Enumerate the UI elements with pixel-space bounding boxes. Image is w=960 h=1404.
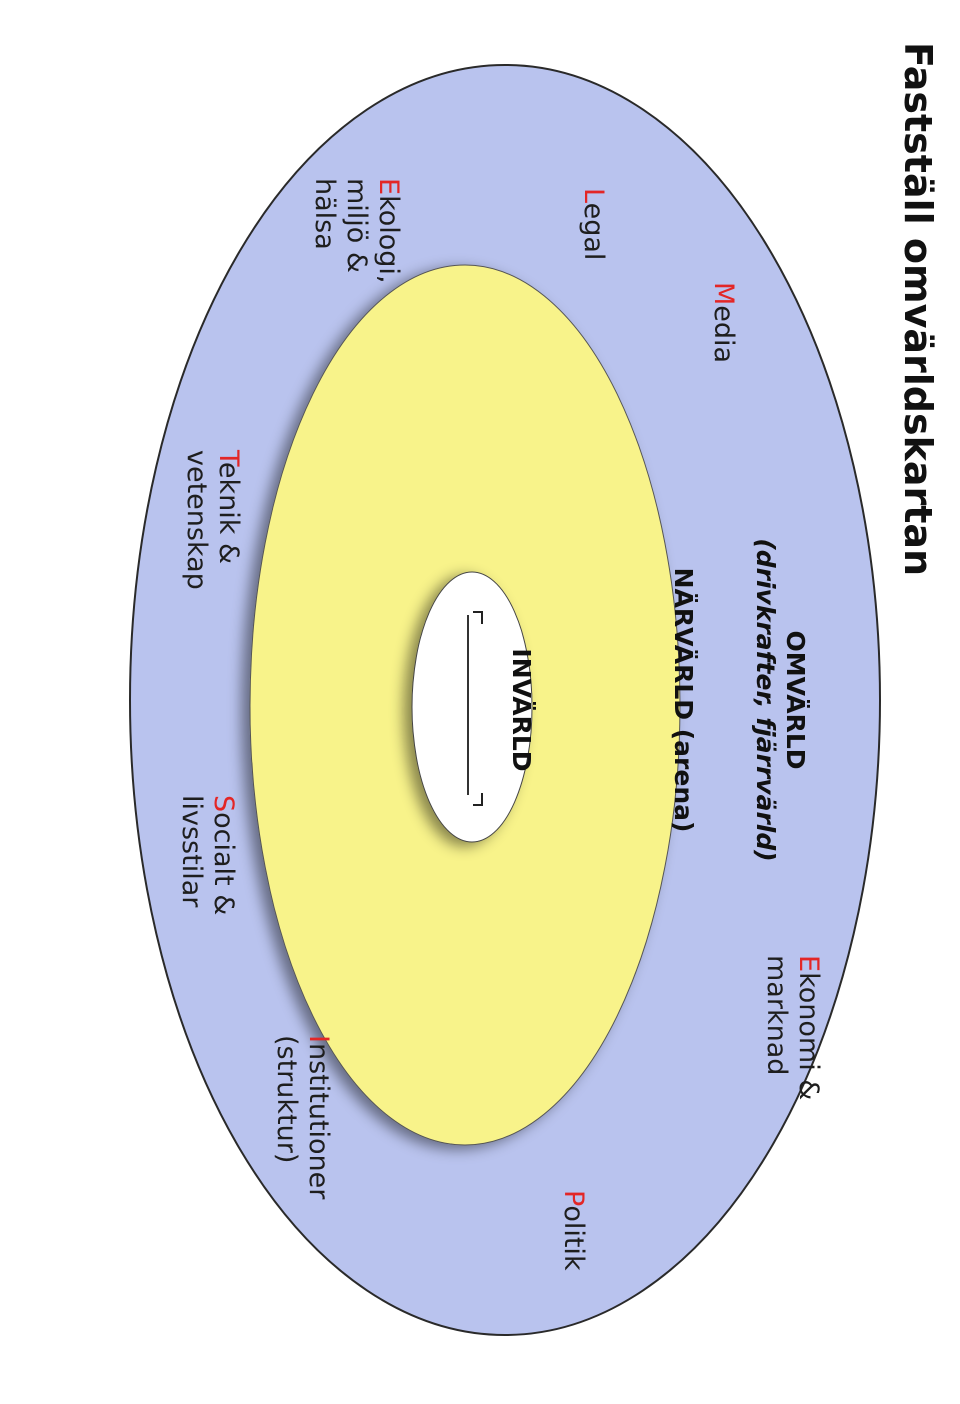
- factor-3-line-0: Socialt &: [208, 795, 239, 915]
- factor-7-line-0: Media: [708, 282, 739, 363]
- factor-6-initial: L: [578, 188, 609, 203]
- factor-0-line-0: Ekonomi &: [793, 955, 824, 1100]
- factor-1-line-0: Politik: [558, 1190, 589, 1271]
- factor-4-line-1: vetenskap: [181, 450, 212, 590]
- factor-2-initial: I: [303, 1035, 334, 1043]
- middle-ring-heading: NÄRVÄRLD (arena): [669, 568, 699, 833]
- factor-5: Ekologi,miljö &hälsa: [309, 178, 404, 284]
- factor-5-line-0: Ekologi,: [373, 178, 404, 284]
- factor-3-initial: S: [208, 795, 239, 812]
- factor-4-rest: eknik &: [213, 462, 244, 564]
- inner-ring-right-bracket: [473, 793, 483, 806]
- factor-1-initial: P: [558, 1190, 589, 1206]
- factor-5-rest: kologi,: [373, 195, 404, 283]
- factor-6-line-0: Legal: [578, 188, 609, 260]
- factor-0-line-1: marknad: [761, 955, 792, 1075]
- factor-6: Legal: [578, 188, 609, 260]
- inner-ring-heading: INVÄRLD: [507, 648, 537, 771]
- factor-3-rest: ocialt &: [208, 812, 239, 915]
- factor-4: Teknik &vetenskap: [181, 449, 244, 590]
- factor-3: Socialt &livsstilar: [176, 795, 239, 915]
- factor-0-rest: konomi &: [793, 972, 824, 1100]
- factor-5-initial: E: [373, 178, 404, 195]
- factor-7-rest: edia: [708, 305, 739, 363]
- outer-ring-subheading: (drivkrafter, fjärrvärld): [751, 538, 780, 861]
- factor-3-line-1: livsstilar: [176, 795, 207, 908]
- factor-5-line-1: miljö &: [341, 178, 372, 273]
- factor-7-initial: M: [708, 282, 739, 305]
- inner-ring-left-bracket: [473, 611, 483, 624]
- outer-ring-heading: OMVÄRLD: [781, 630, 811, 769]
- factor-2-line-1: (struktur): [271, 1035, 302, 1163]
- factor-6-rest: egal: [578, 203, 609, 261]
- factor-2: Institutioner(struktur): [271, 1035, 334, 1200]
- factor-0: Ekonomi &marknad: [761, 955, 824, 1100]
- factor-4-line-0: Teknik &: [213, 449, 244, 564]
- page-title: Fastställ omvärldskartan: [896, 42, 940, 576]
- inner-ring-invarld: [411, 571, 533, 843]
- factor-2-line-0: Institutioner: [303, 1035, 334, 1200]
- factor-2-rest: nstitutioner: [303, 1043, 334, 1200]
- factor-1: Politik: [558, 1190, 589, 1271]
- factor-5-line-2: hälsa: [309, 178, 340, 250]
- factor-0-initial: E: [793, 955, 824, 972]
- factor-7: Media: [708, 282, 739, 363]
- factor-1-rest: olitik: [558, 1205, 589, 1271]
